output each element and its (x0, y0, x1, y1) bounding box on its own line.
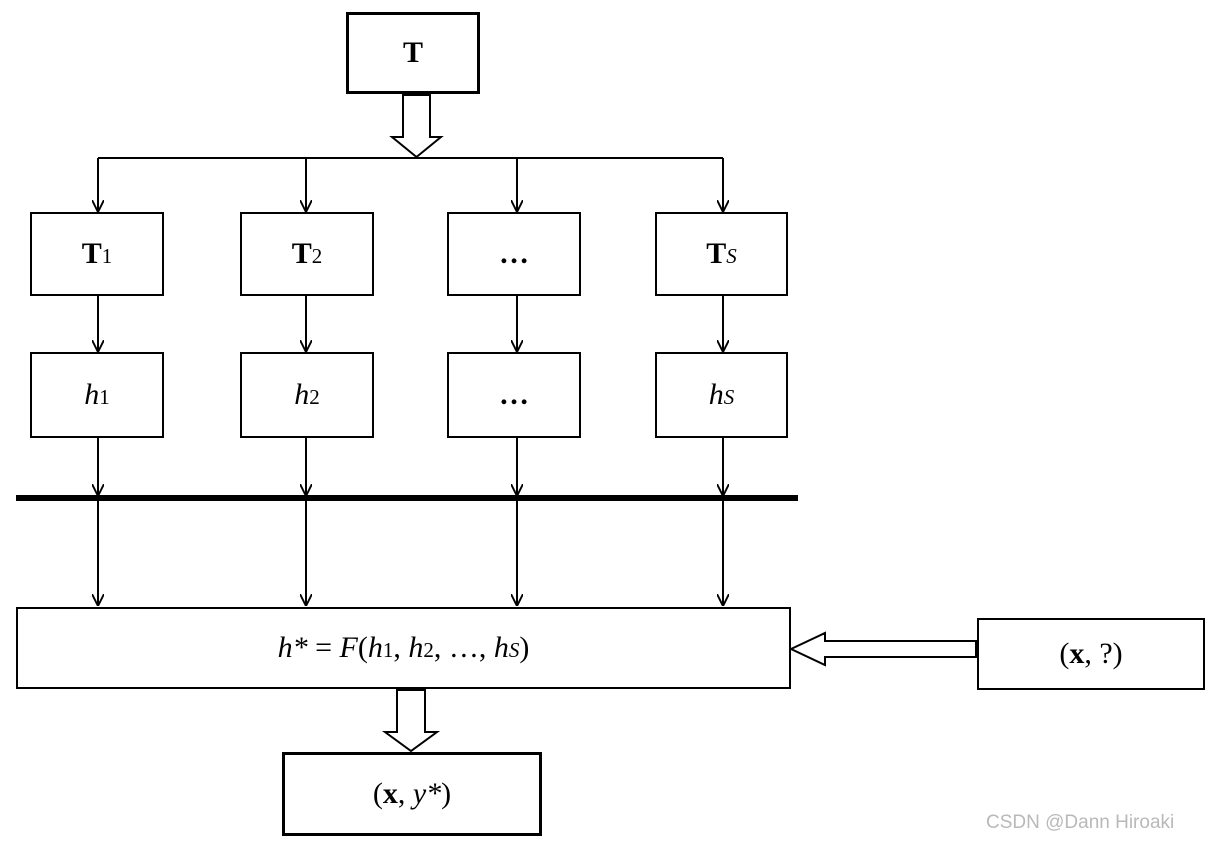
output-label: (x, y*) (373, 777, 451, 811)
learner-1-sub: 1 (99, 385, 110, 409)
output-box: (x, y*) (282, 752, 542, 836)
subset-2-sub: 2 (311, 244, 323, 268)
learner-s-sub: S (723, 385, 735, 409)
arg-hs-sub: S (508, 638, 520, 662)
arg-h2-sub: 2 (423, 638, 434, 662)
learner-2-base: h (294, 378, 310, 411)
query-paren-open: ( (1059, 637, 1070, 670)
output-sep: , (397, 777, 413, 810)
paren-open: ( (357, 631, 368, 664)
subset-1-sub: 1 (101, 244, 113, 268)
combined-hypothesis: h* (277, 631, 308, 664)
arg-hs: h (493, 631, 509, 664)
comma-1: , (393, 631, 409, 664)
query-label: (x, ?) (1059, 637, 1122, 671)
combiner-function: F (339, 631, 358, 664)
paren-close: ) (519, 631, 530, 664)
learner-s-base: h (708, 378, 724, 411)
query-rest: , ?) (1084, 637, 1123, 670)
arg-h1: h (367, 631, 383, 664)
block-arrow-output (381, 689, 441, 753)
subset-box-ellipsis: … (447, 212, 581, 296)
learner-box-ellipsis: … (447, 352, 581, 438)
comma-ellipsis: , …, (433, 631, 494, 664)
learner-1-base: h (84, 378, 100, 411)
block-arrow-query (788, 631, 977, 667)
query-box: (x, ?) (977, 618, 1205, 690)
subset-s-sub: S (726, 244, 737, 268)
watermark-text: CSDN @Dann Hiroaki (986, 812, 1175, 833)
output-paren-close: ) (441, 777, 452, 810)
training-set-label: T (402, 36, 423, 69)
equals-sign: = (307, 631, 340, 664)
subset-ellipsis-label: … (499, 237, 529, 270)
learner-ellipsis-label: … (499, 378, 529, 411)
subset-1-base: T (81, 237, 102, 270)
arg-h2: h (408, 631, 424, 664)
arg-h1-sub: 1 (382, 638, 394, 662)
output-x: x (382, 777, 398, 810)
output-y: y* (412, 777, 442, 810)
subset-2-base: T (291, 237, 312, 270)
training-set-box: T (346, 12, 480, 94)
subset-s-base: T (706, 237, 727, 270)
output-paren-open: ( (372, 777, 383, 810)
query-x: x (1069, 637, 1085, 670)
learner-2-sub: 2 (309, 385, 320, 409)
block-arrow-root (389, 94, 444, 159)
